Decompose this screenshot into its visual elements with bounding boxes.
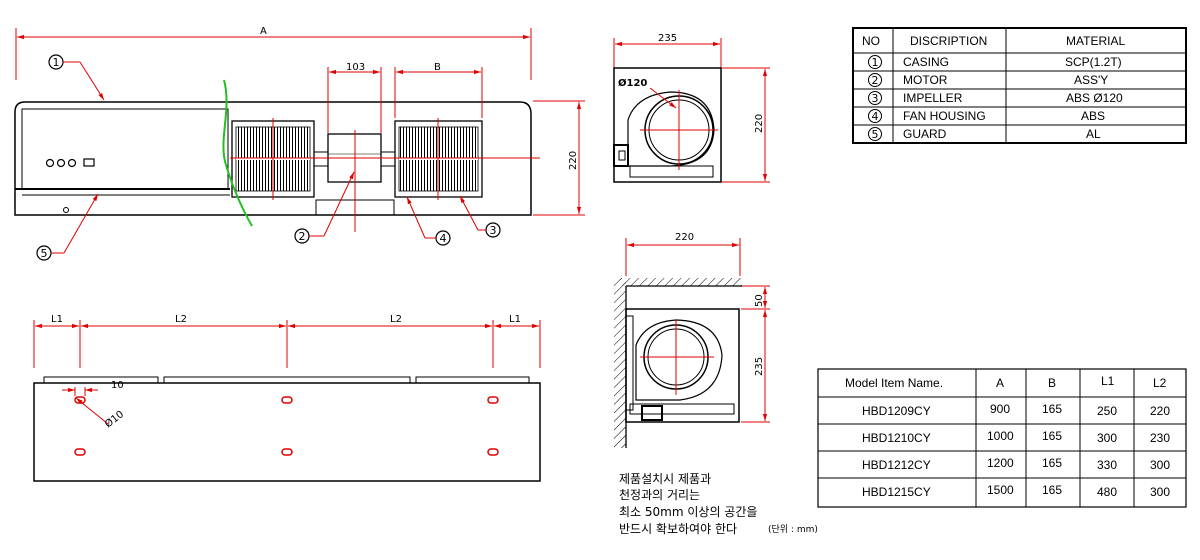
dim-220-side-label: 220 xyxy=(754,114,765,133)
note-line: 제품설치시 제품과 xyxy=(619,472,711,486)
note-unit: (단위 : mm) xyxy=(768,524,818,535)
model-header-l1: L1 xyxy=(1101,374,1115,388)
ceiling xyxy=(620,278,742,286)
model-header-a: A xyxy=(996,376,1004,390)
dim-phi10-label: Ø10 xyxy=(102,408,126,430)
svg-text:900: 900 xyxy=(990,402,1010,416)
svg-text:HBD1209CY: HBD1209CY xyxy=(862,404,931,418)
parts-table: NO DISCRIPTION MATERIAL 1 CASING SCP(1.2… xyxy=(852,27,1187,144)
parts-row-material: AL xyxy=(1086,127,1101,141)
parts-header-material: MATERIAL xyxy=(1066,34,1125,48)
note-line: 반드시 확보하여야 한다 xyxy=(619,522,737,536)
dim-l1-right-label: L1 xyxy=(509,314,521,325)
indicator-lamp xyxy=(45,158,55,168)
svg-text:250: 250 xyxy=(1097,404,1117,418)
dim-l2-left-label: L2 xyxy=(175,314,187,325)
svg-text:HBD1210CY: HBD1210CY xyxy=(862,431,931,445)
wall xyxy=(614,278,626,448)
parts-row-desc: FAN HOUSING xyxy=(903,109,986,123)
svg-text:330: 330 xyxy=(1097,458,1117,472)
parts-row-no: 4 xyxy=(872,110,879,123)
svg-text:4: 4 xyxy=(440,232,447,245)
switch xyxy=(83,158,95,167)
svg-text:5: 5 xyxy=(41,247,48,260)
dim-103-label: 103 xyxy=(346,62,365,73)
parts-row-desc: CASING xyxy=(903,55,949,69)
dim-l1-left-label: L1 xyxy=(51,314,63,325)
parts-row-no: 3 xyxy=(872,92,879,105)
dim-220-install-label: 220 xyxy=(675,232,694,243)
dim-235-side-label: 235 xyxy=(658,33,677,44)
svg-text:300: 300 xyxy=(1150,458,1170,472)
svg-text:165: 165 xyxy=(1042,456,1062,470)
dim-a-label: A xyxy=(260,26,267,37)
svg-text:165: 165 xyxy=(1042,402,1062,416)
indicator-lamp xyxy=(67,158,77,168)
casing-outline xyxy=(14,101,532,216)
svg-text:1500: 1500 xyxy=(987,483,1014,497)
parts-row-desc: IMPELLER xyxy=(903,91,963,105)
parts-header-desc: DISCRIPTION xyxy=(910,34,987,48)
parts-row-material: ASS'Y xyxy=(1074,73,1108,87)
model-header-l2: L2 xyxy=(1153,376,1167,390)
side-view: 235 Ø120 220 xyxy=(613,33,770,183)
parts-row-material: SCP(1.2T) xyxy=(1065,55,1122,69)
svg-text:1200: 1200 xyxy=(987,456,1014,470)
mounting-plate xyxy=(33,382,541,482)
svg-text:2: 2 xyxy=(299,230,306,243)
indicator-lamp xyxy=(56,158,66,168)
dim-50-label: 50 xyxy=(754,294,765,307)
svg-text:230: 230 xyxy=(1150,431,1170,445)
parts-row-no: 5 xyxy=(872,128,879,141)
table-row: HBD1210CY 1000 165 300 230 xyxy=(862,429,1170,445)
screw xyxy=(63,207,69,213)
dim-235-install-label: 235 xyxy=(754,357,765,376)
parts-header-no: NO xyxy=(862,34,880,48)
table-row: HBD1209CY 900 165 250 220 xyxy=(862,402,1170,418)
break-line xyxy=(222,79,253,227)
svg-text:3: 3 xyxy=(490,224,497,237)
svg-text:220: 220 xyxy=(1150,404,1170,418)
parts-row-desc: GUARD xyxy=(903,127,947,141)
dim-220-front-label: 220 xyxy=(568,151,579,170)
parts-row-material: ABS Ø120 xyxy=(1066,91,1123,105)
scroll-housing xyxy=(627,91,715,167)
front-view: A 103 xyxy=(14,26,585,261)
parts-row-material: ABS xyxy=(1081,109,1105,123)
side-casing xyxy=(613,67,722,183)
model-header-b: B xyxy=(1048,376,1056,390)
table-row: HBD1212CY 1200 165 330 300 xyxy=(862,456,1170,472)
dim-10-label: 10 xyxy=(111,380,124,391)
model-table: Model Item Name. A B L1 L2 HBD1209CY 900… xyxy=(817,368,1187,508)
install-view: 220 50 235 xyxy=(614,232,770,448)
svg-text:HBD1212CY: HBD1212CY xyxy=(862,458,931,472)
svg-text:300: 300 xyxy=(1150,485,1170,499)
svg-text:1: 1 xyxy=(53,56,60,69)
mounting-hole xyxy=(74,396,499,456)
phi120-label: Ø120 xyxy=(618,77,647,89)
svg-text:300: 300 xyxy=(1097,431,1117,445)
model-header-name: Model Item Name. xyxy=(845,376,943,390)
parts-row-desc: MOTOR xyxy=(903,73,948,87)
svg-text:480: 480 xyxy=(1097,485,1117,499)
svg-text:1000: 1000 xyxy=(987,429,1014,443)
svg-text:165: 165 xyxy=(1042,483,1062,497)
note-line: 천정과의 거리는 xyxy=(619,487,700,502)
mounting-view: L1 L2 L2 L1 10 Ø10 xyxy=(33,314,541,482)
dim-l2-right-label: L2 xyxy=(390,314,402,325)
parts-row-no: 1 xyxy=(872,56,879,69)
front-panel xyxy=(21,108,229,190)
dim-b-label: B xyxy=(434,62,441,73)
table-row: HBD1215CY 1500 165 480 300 xyxy=(862,483,1170,499)
installation-note: 제품설치시 제품과 천정과의 거리는 최소 50mm 이상의 공간을 반드시 확… xyxy=(619,472,818,536)
parts-row-no: 2 xyxy=(872,74,879,87)
svg-text:165: 165 xyxy=(1042,429,1062,443)
note-line: 최소 50mm 이상의 공간을 xyxy=(619,505,757,519)
svg-text:HBD1215CY: HBD1215CY xyxy=(862,485,931,499)
